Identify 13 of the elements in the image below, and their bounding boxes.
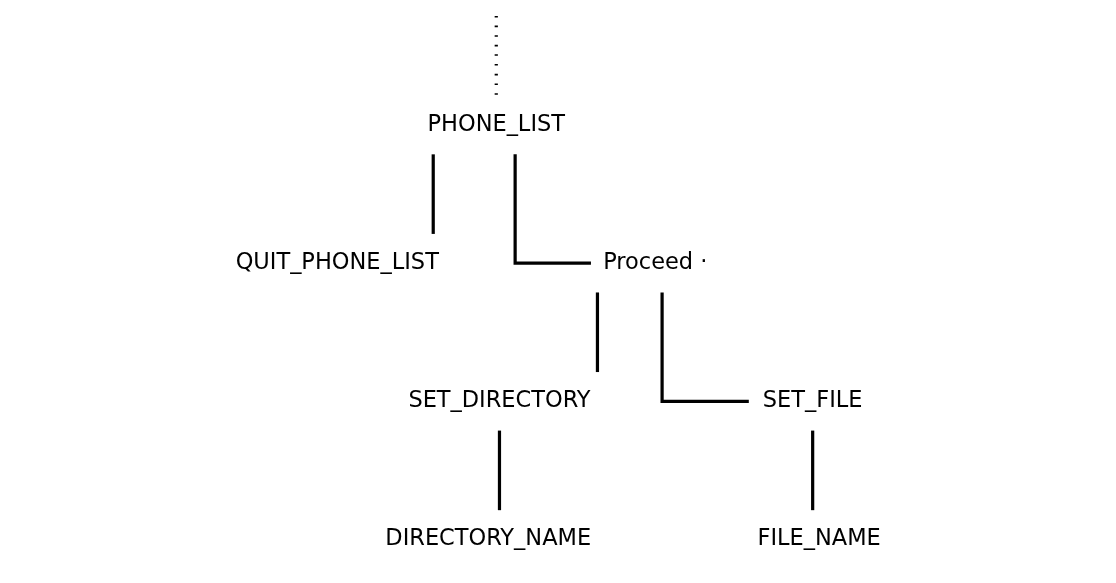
node-text: Proceed · [602,248,707,275]
connector [810,430,814,511]
connector [595,292,599,373]
connector [660,292,749,403]
connector [497,430,501,511]
node-text: PHONE_LIST [427,109,565,136]
node-text: SET_DIRECTORY [407,386,591,413]
node-text: SET_FILE [762,386,863,413]
connector [513,154,591,265]
node-text: DIRECTORY_NAME [384,524,591,551]
node-text: FILE_NAME [756,524,881,551]
connector [431,154,435,234]
node-text: QUIT_PHONE_LIST [235,248,439,275]
